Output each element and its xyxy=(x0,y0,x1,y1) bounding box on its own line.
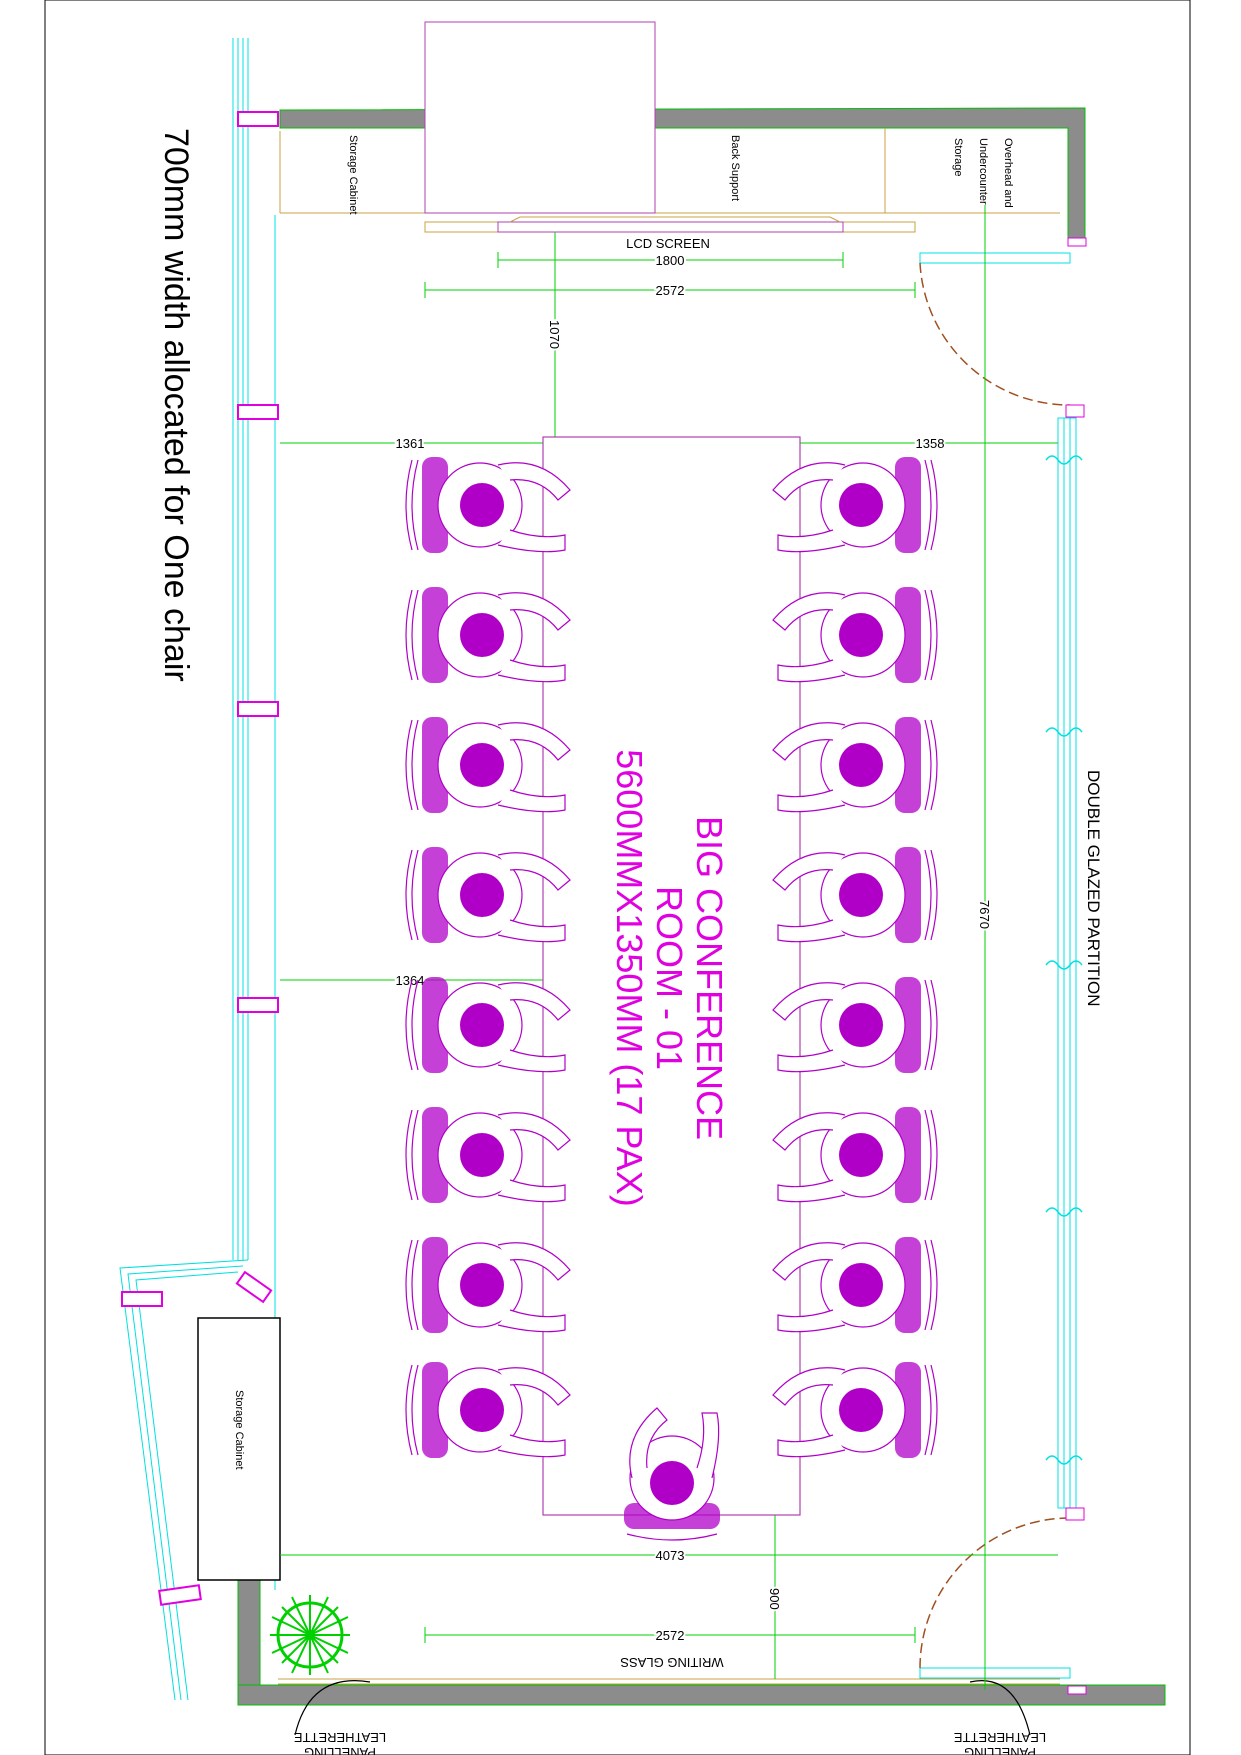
back-support xyxy=(424,21,656,214)
chair-icon xyxy=(772,456,938,554)
storage-cabinet-top-label: Storage Cabinet xyxy=(347,135,359,215)
chair-icon xyxy=(405,1106,571,1204)
right-glazing xyxy=(1057,417,1077,1509)
room-title-line2: ROOM - 01 xyxy=(649,886,690,1070)
page-frame xyxy=(44,0,1191,1755)
chairs-left xyxy=(405,456,571,1459)
chair-icon xyxy=(772,1236,938,1334)
dim-room-length: 7670 xyxy=(977,900,992,929)
chair-icon xyxy=(405,1236,571,1334)
chair-icon xyxy=(405,586,571,684)
panelling-right-leader xyxy=(969,1680,1031,1736)
panelling-left-label-2: PANELLING xyxy=(304,1745,376,1755)
writing-glass xyxy=(278,1678,1060,1685)
panelling-left-leader xyxy=(294,1680,371,1736)
dim-room-width: 4073 xyxy=(656,1548,685,1563)
head-chair-icon xyxy=(623,1407,721,1541)
overhead-label-3: Storage xyxy=(952,138,964,177)
chair-icon xyxy=(772,716,938,814)
chair-icon xyxy=(405,1361,571,1459)
storage-cabinet-left xyxy=(197,1317,281,1581)
room-title-line1: BIG CONFERENCE xyxy=(689,816,730,1140)
mullions xyxy=(121,111,279,1606)
back-support-label: Back Support xyxy=(729,135,741,201)
chairs-right xyxy=(772,456,938,1459)
panelling-left-label-1: LEATHERETTE xyxy=(294,1730,387,1745)
room-title-line3: 5600MMX1350MM (17 PAX) xyxy=(609,749,650,1207)
overhead-label-2: Undercounter xyxy=(977,138,989,205)
dim-left-gap-top: 1361 xyxy=(396,436,425,451)
panelling-right-label-1: LEATHERETTE xyxy=(954,1730,1047,1745)
chair-icon xyxy=(772,976,938,1074)
lcd-screen-label: LCD SCREEN xyxy=(626,236,710,251)
chair-icon xyxy=(405,976,571,1074)
dim-right-gap-top: 1358 xyxy=(916,436,945,451)
panelling-right-label-2: PANELLING xyxy=(964,1745,1036,1755)
dim-top-span: 2572 xyxy=(656,283,685,298)
dim-bottom-span: 2572 xyxy=(656,1628,685,1643)
top-storage xyxy=(279,128,1060,233)
door-frame-bottom xyxy=(1067,1685,1087,1695)
plant-icon xyxy=(270,1595,350,1675)
overhead-label-1: Overhead and xyxy=(1002,138,1014,208)
chair-icon xyxy=(405,716,571,814)
writing-glass-label: WRITING GLASS xyxy=(620,1655,724,1670)
chair-icon xyxy=(772,586,938,684)
chair-icon xyxy=(772,1106,938,1204)
dim-table-to-glass: 900 xyxy=(767,1588,782,1610)
door-top xyxy=(919,252,1085,418)
dim-lcd-width: 1800 xyxy=(656,253,685,268)
chair-icon xyxy=(772,846,938,944)
room-title: BIG CONFERENCE ROOM - 01 5600MMX1350MM (… xyxy=(609,749,730,1207)
storage-cabinet-left-label: Storage Cabinet xyxy=(233,1390,245,1470)
chair-icon xyxy=(405,846,571,944)
chair-icon xyxy=(772,1361,938,1459)
dim-screen-to-table: 1070 xyxy=(547,320,562,349)
lcd-screen xyxy=(497,216,844,233)
partition-label: DOUBLE GLAZED PARTITION xyxy=(1084,770,1103,1006)
chair-icon xyxy=(405,456,571,554)
chair-width-note: 700mm width allocated for One chair xyxy=(157,128,195,682)
partition-ticks xyxy=(1045,455,1083,1465)
walls xyxy=(237,107,1166,1706)
door-bottom xyxy=(919,1507,1085,1679)
door-frame-top xyxy=(1067,237,1087,247)
